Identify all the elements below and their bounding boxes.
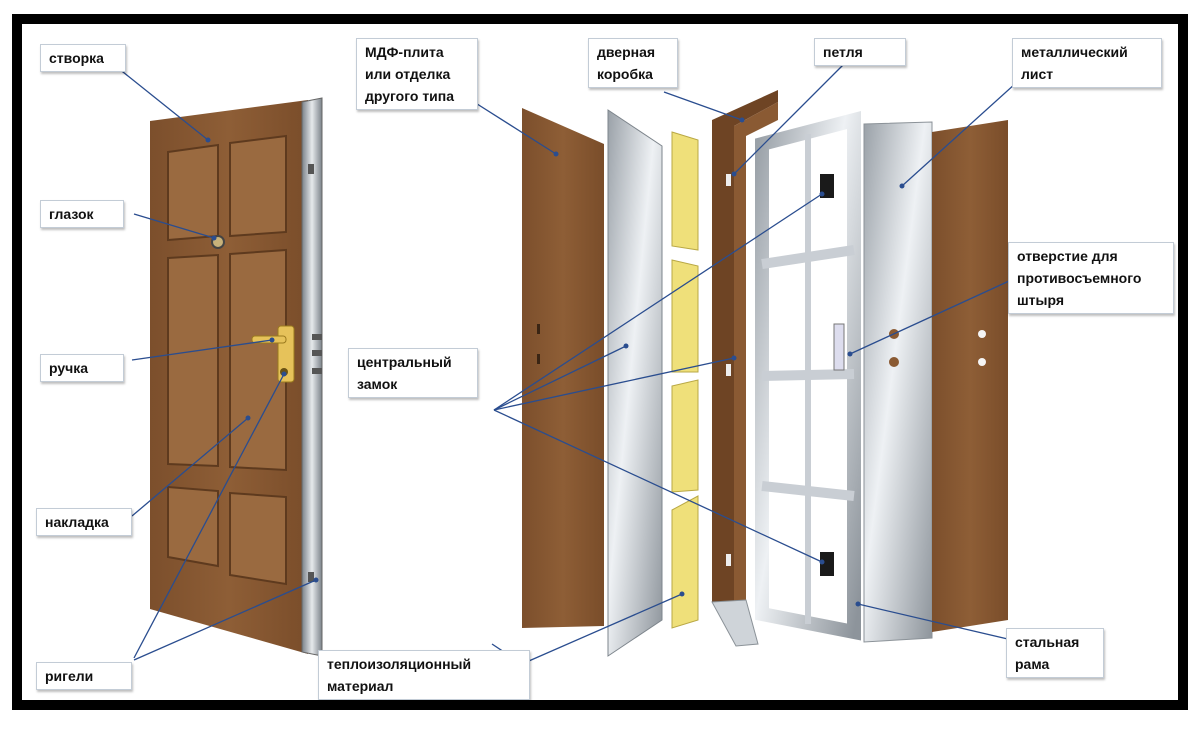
diagram-panel: створка глазок ручка накладка ригели МДФ… (22, 24, 1178, 700)
leader-lines (117, 61, 1027, 665)
label-ruchka: ручка (40, 354, 124, 382)
label-mdf: МДФ-плита или отделка другого типа (356, 38, 478, 110)
door-panel (167, 253, 219, 468)
label-rigeli: ригели (36, 662, 132, 690)
door-illustration (117, 61, 1027, 665)
outer-panel (932, 120, 1008, 632)
label-nakladka: накладка (36, 508, 132, 536)
label-petlya: петля (814, 38, 906, 66)
panel-hole (978, 330, 986, 338)
bolt (308, 164, 314, 174)
lock-block (820, 552, 834, 576)
door-box (712, 90, 778, 604)
door-panel (167, 143, 219, 242)
label-stvorka: створка (40, 44, 126, 72)
hinge (726, 364, 731, 376)
bolt (312, 350, 322, 356)
steel-frame (755, 110, 861, 641)
panel-hole (978, 358, 986, 366)
leader-dots (205, 117, 905, 607)
mdf-hole (537, 354, 540, 364)
door-box-side (734, 102, 778, 604)
metal-sheet (863, 121, 933, 643)
central-lock (833, 323, 845, 371)
label-glazok: глазок (40, 200, 124, 228)
insulation-block (671, 379, 699, 493)
door-panel (167, 485, 219, 568)
label-list: металлический лист (1012, 38, 1162, 88)
mdf-hole (537, 324, 540, 334)
door-box-foot (711, 599, 759, 647)
inner-steel-sheet (607, 109, 663, 657)
insulation-block (671, 131, 699, 251)
door-panel (229, 248, 287, 472)
insulation-block (671, 259, 699, 373)
assembled-door (150, 97, 323, 657)
label-teploizol: теплоизоляционный материал (318, 650, 530, 700)
mdf-panel (522, 108, 604, 628)
hinge (726, 554, 731, 566)
label-otverstie: отверстие для противосъемного штыря (1008, 242, 1174, 314)
hinge (726, 174, 731, 186)
bolt (308, 572, 314, 582)
label-korobka: дверная коробка (588, 38, 678, 88)
door-panel (229, 134, 287, 238)
diagram-frame: створка глазок ручка накладка ригели МДФ… (12, 14, 1188, 710)
label-rama: стальная рама (1006, 628, 1104, 678)
insulation-block (671, 495, 699, 629)
door-panel (229, 491, 287, 586)
bolt (312, 368, 322, 374)
bolt (312, 334, 322, 340)
sheet-hole (889, 357, 899, 367)
label-zamok: центральный замок (348, 348, 478, 398)
